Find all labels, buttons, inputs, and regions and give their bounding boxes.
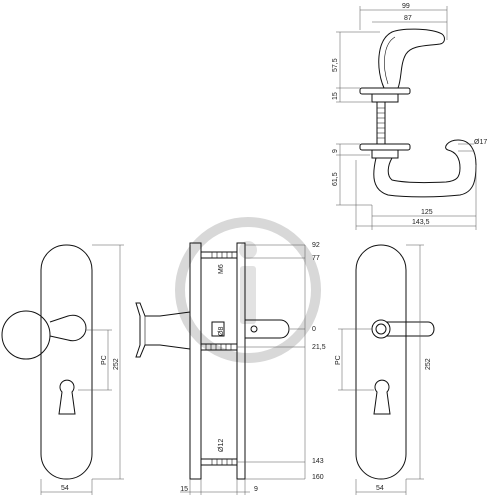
dim-143: 143: [312, 458, 324, 465]
section-view: 92 77 0 21,5 143 160 15 9 M6 Ø8 Ø12: [135, 242, 326, 495]
spindle: [376, 101, 386, 145]
dim-pc: PC: [335, 355, 342, 365]
dim-width-inner: 87: [404, 15, 412, 22]
dim-plate-height: 252: [425, 358, 432, 370]
dim-plate-height: 252: [113, 358, 120, 370]
side-view: 9 61,5 Ø17 125 143,5: [332, 139, 487, 230]
top-view: 99 87 57,5 15: [332, 3, 448, 103]
dim-160: 160: [312, 474, 324, 481]
dim-height-handle: 57,5: [332, 58, 339, 72]
dim-9: 9: [254, 486, 258, 493]
dim-92: 92: [312, 242, 320, 249]
dim-pc: PC: [101, 355, 108, 365]
dim-height-rose: 15: [332, 92, 339, 100]
lever-plate-view: 54 252 PC: [335, 244, 435, 495]
knob-plate-view: 54 252 PC: [1, 244, 124, 495]
dim-0: 0: [312, 326, 316, 333]
dim-length-inner: 125: [421, 209, 433, 216]
label-m6: M6: [218, 264, 225, 274]
dim-77: 77: [312, 255, 320, 262]
dim-21-5: 21,5: [312, 344, 326, 351]
label-d12: Ø12: [218, 439, 225, 452]
dim-15: 15: [180, 486, 188, 493]
info-logo-icon: [175, 217, 321, 363]
dim-diameter: Ø17: [474, 139, 487, 146]
dim-thickness: 9: [332, 149, 339, 153]
dim-height-grip: 61,5: [332, 172, 339, 186]
dim-length-outer: 143,5: [412, 219, 430, 226]
dim-plate-width: 54: [61, 485, 69, 492]
dim-plate-width: 54: [376, 485, 384, 492]
dim-width-outer: 99: [402, 3, 410, 10]
label-d8: Ø8: [218, 327, 225, 336]
